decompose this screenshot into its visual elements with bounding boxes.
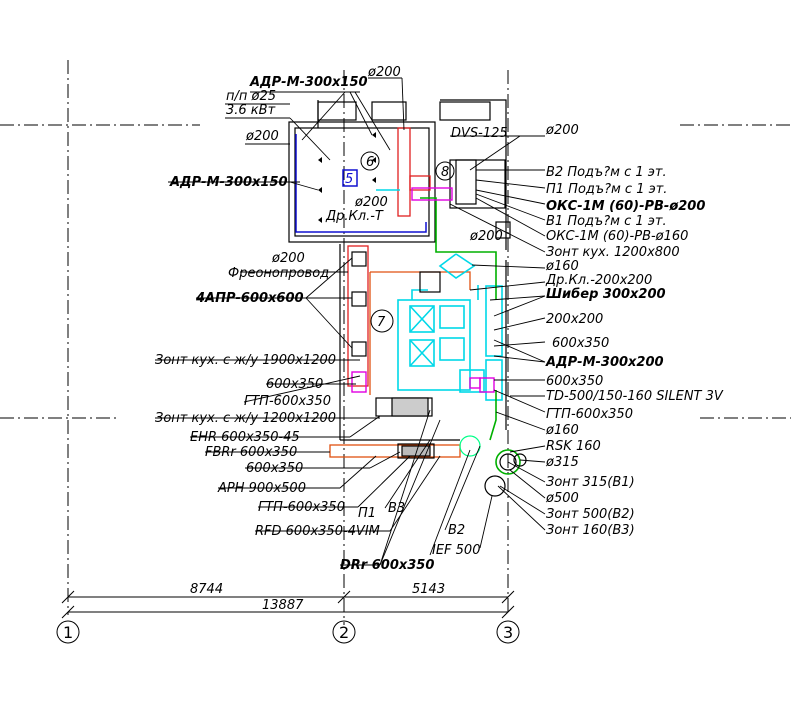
label-adr-m-300x200: АДР-М-300х200: [545, 355, 664, 370]
label-room-5: 5: [345, 172, 353, 187]
room5-outline: [295, 134, 427, 233]
label-fbrr: FBRr 600х350: [205, 445, 297, 460]
axis-2-circle: [332, 620, 356, 644]
label-d200-l2: ø200: [271, 251, 305, 266]
room-number-circles: [360, 151, 455, 333]
label-d160-b: ø160: [545, 423, 579, 438]
label-drr: DRr 600х350: [340, 558, 434, 573]
exhaust-ducts-top: [347, 127, 431, 387]
label-d315: ø315: [545, 455, 579, 470]
label-adr-m-300x150-top: АДР-М-300х150: [249, 75, 368, 90]
label-zont315: Зонт 315(В1): [546, 475, 635, 490]
axis-circles: [56, 620, 520, 644]
label-200x200: 200х200: [546, 312, 603, 327]
room7-outline: [329, 271, 471, 458]
equipment: [351, 159, 527, 497]
grid-lines: [0, 60, 791, 625]
label-zont1200x800: Зонт кух. 1200х800: [546, 245, 680, 260]
label-gtp-l: ГТП-600х350: [244, 394, 331, 409]
label-d200-top: ø200: [367, 65, 401, 80]
label-aph: АРН 900х500: [217, 481, 306, 496]
dimension-lines: [61, 590, 515, 619]
diffuser-markers: [318, 132, 376, 223]
label-oks160: ОКС-1М (60)-РВ-ø160: [546, 229, 688, 244]
label-600x350-l2: 600х350: [246, 461, 303, 476]
label-b2-short: В2: [448, 523, 465, 538]
supply-ducts: [376, 189, 503, 401]
label-rsk: RSK 160: [546, 439, 601, 454]
label-d200-r2: ø200: [469, 229, 503, 244]
annotations: АДР-М-300х150 ø200 п/п ø25 3.6 кВт ø200 …: [63, 65, 724, 642]
label-ief500: IEF 500: [432, 543, 480, 558]
label-oks200: ОКС-1М (60)-РВ-ø200: [546, 199, 705, 214]
label-4apr: 4АПР-600х600: [195, 291, 304, 306]
label-d200-left: ø200: [245, 129, 279, 144]
label-shiber: Шибер 300х200: [546, 287, 666, 302]
axis-1-circle: [56, 620, 80, 644]
dim-13887: 13887: [262, 598, 304, 613]
label-td500: TD-500/150-160 SILENT 3V: [546, 389, 724, 404]
magenta-elements: [351, 187, 495, 393]
label-zont1900: Зонт кух. с ж/у 1900х1200: [155, 353, 336, 368]
label-600x350-l: 600х350: [266, 377, 323, 392]
label-gtp-r: ГТП-600х350: [546, 407, 633, 422]
label-p1: П1 Подъ?м с 1 эт.: [546, 182, 667, 197]
dim-5143: 5143: [412, 582, 445, 597]
label-b3-short: В3: [388, 501, 405, 516]
label-d160-a: ø160: [545, 259, 579, 274]
label-drkl200: Др.Кл.-200х200: [545, 273, 652, 288]
label-zont160: Зонт 160(В3): [546, 523, 635, 538]
label-freon: Фреонопровод: [228, 266, 329, 281]
label-600x350-r: 600х350: [552, 336, 609, 351]
label-zont500: Зонт 500(В2): [546, 507, 635, 522]
label-ehr: EHR 600х350-45: [190, 430, 300, 445]
label-pn-025: п/п ø25: [226, 89, 276, 104]
axis-1-label: 1: [63, 623, 73, 642]
label-dr-kl: Др.Кл.-Т: [325, 209, 384, 224]
dim-8744: 8744: [190, 582, 223, 597]
green-duct: [420, 197, 521, 475]
axis-3-circle: [496, 620, 520, 644]
label-room-8: 8: [441, 165, 449, 180]
label-p1-short: П1: [358, 506, 376, 521]
axis-2-label: 2: [339, 623, 349, 642]
walls: [288, 99, 511, 441]
label-d500: ø500: [545, 491, 579, 506]
label-room-7: 7: [377, 315, 386, 330]
label-d200-mid: ø200: [354, 195, 388, 210]
leader-lines: [155, 77, 546, 566]
label-600x350-r2: 600х350: [546, 374, 603, 389]
label-zont1200: Зонт кух. с ж/у 1200х1200: [155, 411, 336, 426]
label-adr-m-300x150-left: АДР-М-300х150: [169, 175, 288, 190]
label-rfd: RFD 600х350-4VIM: [255, 524, 380, 539]
label-d200-right: ø200: [545, 123, 579, 138]
label-v2: В2 Подъ?м с 1 эт.: [546, 165, 667, 180]
label-gtp-l2: ГТП-600х350: [258, 500, 345, 515]
label-kw: 3.6 кВт: [226, 103, 276, 118]
label-dvs125: DVS-125: [451, 126, 508, 141]
axis-3-label: 3: [503, 623, 513, 642]
label-room-6: 6: [366, 155, 374, 170]
label-v1: В1 Подъ?м с 1 эт.: [546, 214, 667, 229]
